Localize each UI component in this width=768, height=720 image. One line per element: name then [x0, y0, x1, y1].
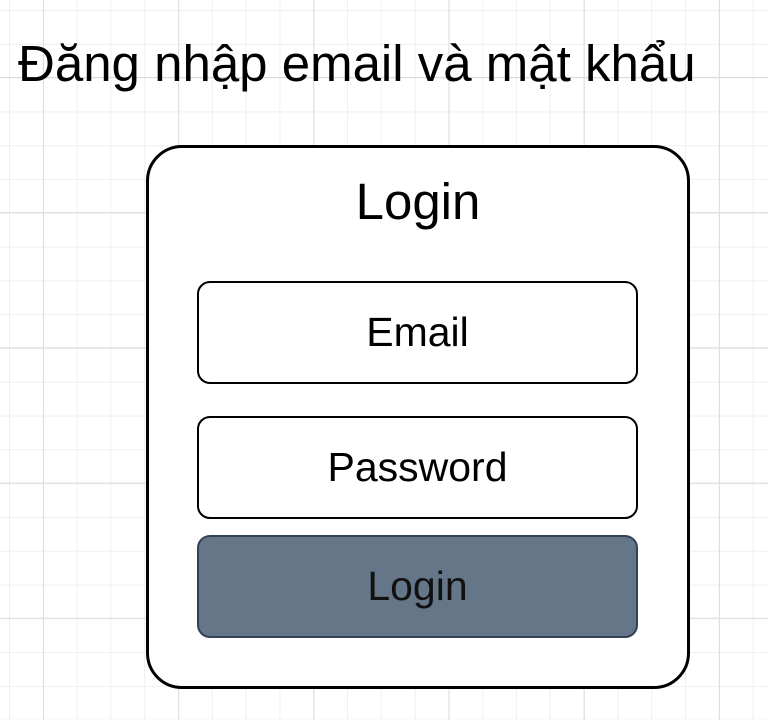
diagram-title: Đăng nhập email và mật khẩu: [18, 35, 696, 92]
login-card: Login Email Password Login: [146, 145, 690, 689]
login-heading: Login: [355, 173, 481, 230]
email-field[interactable]: Email: [197, 281, 638, 384]
password-field-label: Password: [327, 444, 508, 490]
password-field[interactable]: Password: [197, 416, 638, 519]
login-button-label: Login: [367, 563, 468, 609]
email-field-label: Email: [366, 309, 469, 355]
login-button[interactable]: Login: [197, 535, 638, 638]
